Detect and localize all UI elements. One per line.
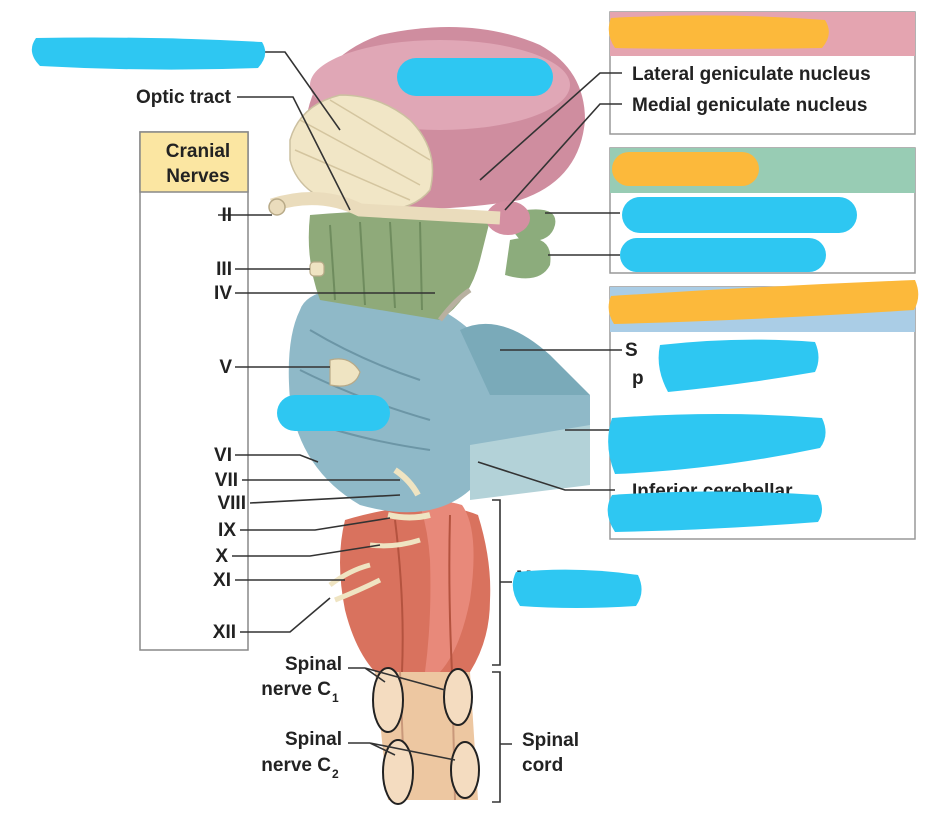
label-superior-peduncle-fragment-2: p xyxy=(632,368,644,389)
nerve-xii-leader xyxy=(240,597,331,633)
label-spinal-nerve-c1-letter: C xyxy=(317,679,331,700)
cranial-nerves-title-line1: Cranial xyxy=(166,141,230,162)
cranial-nerves-title-line2: Nerves xyxy=(166,166,229,187)
facial-nerve-root xyxy=(393,467,421,497)
redaction-blob-inferior-colliculus xyxy=(620,238,826,272)
label-nerve-xi: XI xyxy=(213,570,231,591)
label-spinal-nerve-c1-line1: Spinal xyxy=(285,654,342,675)
label-spinal-nerve-c1-subscript: 1 xyxy=(332,691,339,705)
glossopharyngeal-nerve-root xyxy=(387,512,431,521)
redaction-blob-midbrain-header xyxy=(612,152,759,186)
medulla-bracket xyxy=(492,499,512,666)
inferior-cerebellar-peduncle-leader xyxy=(477,461,615,491)
label-spinal-nerve-c2-word: nerve xyxy=(261,755,312,776)
redaction-blob-pons xyxy=(277,395,390,431)
oculomotor-nerve-root xyxy=(309,261,325,277)
spinal-nerve-c1-right-rootlets xyxy=(443,668,473,726)
redaction-marks xyxy=(31,15,919,608)
label-spinal-nerve-c2-line2: nerve C xyxy=(261,755,331,776)
redaction-blob-thalamus xyxy=(397,58,553,96)
label-superior-peduncle-fragment: S xyxy=(625,340,638,361)
label-spinal-nerve-c2-letter: C xyxy=(317,755,331,776)
label-spinal-cord-line2: cord xyxy=(522,755,563,776)
label-nerve-iv: IV xyxy=(214,283,232,304)
label-nerve-ii: II xyxy=(221,205,232,226)
spinal-nerve-c2-leader xyxy=(348,742,456,761)
label-spinal-nerve-c1-word: nerve xyxy=(261,679,312,700)
label-spinal-nerve-c2-subscript: 2 xyxy=(332,767,339,781)
label-nerve-v: V xyxy=(219,357,232,378)
label-nerve-x: X xyxy=(215,546,228,567)
label-spinal-nerve-c1-line2: nerve C xyxy=(261,679,331,700)
label-spinal-nerve-c2-line1: Spinal xyxy=(285,729,342,750)
redaction-blob-superior-peduncle xyxy=(658,339,819,392)
label-lateral-geniculate-nucleus: Lateral geniculate nucleus xyxy=(632,64,871,85)
nerve-viii-leader xyxy=(249,494,401,504)
nerve-x-leader xyxy=(232,544,381,557)
cranial-nerves-header xyxy=(139,131,249,193)
redaction-blob-top-left xyxy=(31,37,266,70)
redaction-blob-inferior-peduncle xyxy=(607,491,822,532)
nerve-vi-leader xyxy=(235,454,319,463)
trigeminal-nerve-root xyxy=(329,358,361,387)
spinal-nerve-c1-leader xyxy=(348,667,446,691)
cranial-nerves-panel xyxy=(139,131,249,651)
redaction-blob-diencephalon-header xyxy=(608,15,829,49)
label-spinal-cord-line1: Spinal xyxy=(522,730,579,751)
redaction-blob-pons-header xyxy=(608,280,919,324)
redaction-blob-superior-colliculus xyxy=(622,197,857,233)
label-nerve-ix: IX xyxy=(218,520,236,541)
pons-and-peduncles xyxy=(288,289,590,513)
redaction-blob-medulla xyxy=(512,569,642,608)
label-nerve-vi: VI xyxy=(214,445,232,466)
accessory-hypoglossal-nerve-roots xyxy=(328,562,382,603)
lateral-geniculate-leader xyxy=(479,72,622,181)
medial-geniculate-leader xyxy=(504,103,622,211)
optic-tract xyxy=(268,94,501,225)
label-medial-geniculate-nucleus: Medial geniculate nucleus xyxy=(632,95,867,116)
spinal-nerve-c2-right-rootlets xyxy=(450,741,480,799)
label-nerve-viii: VIII xyxy=(217,493,246,514)
spinal-nerve-c2-left-rootlets xyxy=(382,739,414,805)
spinal-nerve-c1-left-rootlets xyxy=(372,667,404,733)
label-nerve-iii: III xyxy=(216,259,232,280)
spinal-cord-bracket xyxy=(492,671,512,803)
label-optic-tract: Optic tract xyxy=(136,87,232,108)
redaction-blob-middle-peduncle xyxy=(608,414,826,474)
top-left-leader xyxy=(265,51,341,131)
label-nerve-vii: VII xyxy=(215,470,238,491)
nerve-ix-leader xyxy=(240,517,391,531)
label-nerve-xii: XII xyxy=(213,622,236,643)
optic-tract-leader xyxy=(237,96,351,211)
